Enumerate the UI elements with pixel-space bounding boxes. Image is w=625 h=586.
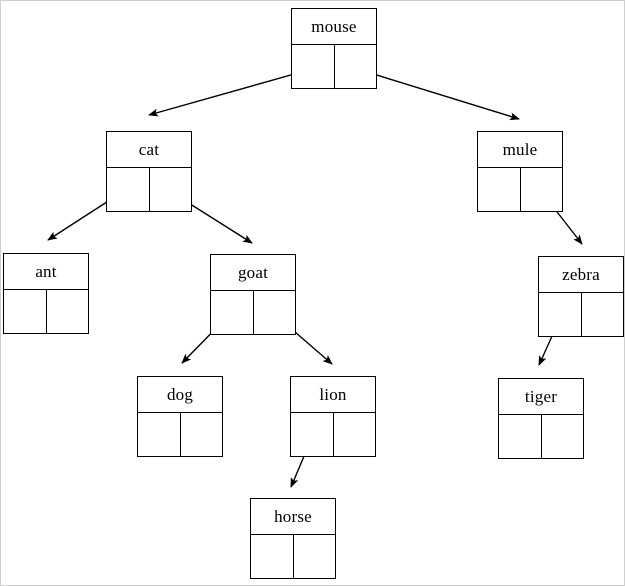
node-right-pointer-goat[interactable]	[253, 290, 295, 334]
tree-node-mule[interactable]: mule	[477, 131, 563, 212]
tree-node-mouse[interactable]: mouse	[291, 8, 377, 89]
node-left-pointer-ant[interactable]	[4, 289, 47, 333]
node-pointer-cells-ant	[4, 289, 88, 333]
node-pointer-cells-mouse	[292, 44, 376, 88]
node-right-pointer-lion[interactable]	[333, 412, 375, 456]
node-label-lion: lion	[291, 377, 375, 413]
node-right-pointer-cat[interactable]	[149, 167, 191, 211]
node-right-pointer-mule[interactable]	[520, 167, 562, 211]
node-label-zebra: zebra	[539, 257, 623, 293]
node-label-ant: ant	[4, 254, 88, 290]
node-left-pointer-zebra[interactable]	[539, 292, 582, 336]
tree-node-lion[interactable]: lion	[290, 376, 376, 457]
node-left-pointer-lion[interactable]	[291, 412, 334, 456]
node-left-pointer-mule[interactable]	[478, 167, 521, 211]
tree-node-zebra[interactable]: zebra	[538, 256, 624, 337]
node-left-pointer-tiger[interactable]	[499, 414, 542, 458]
node-pointer-cells-tiger	[499, 414, 583, 458]
node-label-tiger: tiger	[499, 379, 583, 415]
tree-node-cat[interactable]: cat	[106, 131, 192, 212]
node-label-cat: cat	[107, 132, 191, 168]
node-pointer-cells-goat	[211, 290, 295, 334]
tree-node-dog[interactable]: dog	[137, 376, 223, 457]
tree-node-horse[interactable]: horse	[250, 498, 336, 579]
node-pointer-cells-horse	[251, 534, 335, 578]
node-right-pointer-dog[interactable]	[180, 412, 222, 456]
node-label-horse: horse	[251, 499, 335, 535]
tree-node-tiger[interactable]: tiger	[498, 378, 584, 459]
node-label-mule: mule	[478, 132, 562, 168]
tree-edge-mouse-to-cat	[148, 68, 313, 117]
node-left-pointer-goat[interactable]	[211, 290, 254, 334]
node-pointer-cells-mule	[478, 167, 562, 211]
node-label-mouse: mouse	[292, 9, 376, 45]
node-right-pointer-tiger[interactable]	[541, 414, 583, 458]
node-label-dog: dog	[138, 377, 222, 413]
node-label-goat: goat	[211, 255, 295, 291]
node-pointer-cells-cat	[107, 167, 191, 211]
node-right-pointer-ant[interactable]	[46, 289, 88, 333]
tree-edge-mouse-to-mule	[353, 67, 520, 121]
node-right-pointer-mouse[interactable]	[334, 44, 376, 88]
node-left-pointer-mouse[interactable]	[292, 44, 335, 88]
node-left-pointer-cat[interactable]	[107, 167, 150, 211]
node-left-pointer-dog[interactable]	[138, 412, 181, 456]
node-right-pointer-zebra[interactable]	[581, 292, 623, 336]
tree-node-ant[interactable]: ant	[3, 253, 89, 334]
node-left-pointer-horse[interactable]	[251, 534, 294, 578]
node-pointer-cells-dog	[138, 412, 222, 456]
tree-node-goat[interactable]: goat	[210, 254, 296, 335]
node-pointer-cells-lion	[291, 412, 375, 456]
node-right-pointer-horse[interactable]	[293, 534, 335, 578]
node-pointer-cells-zebra	[539, 292, 623, 336]
